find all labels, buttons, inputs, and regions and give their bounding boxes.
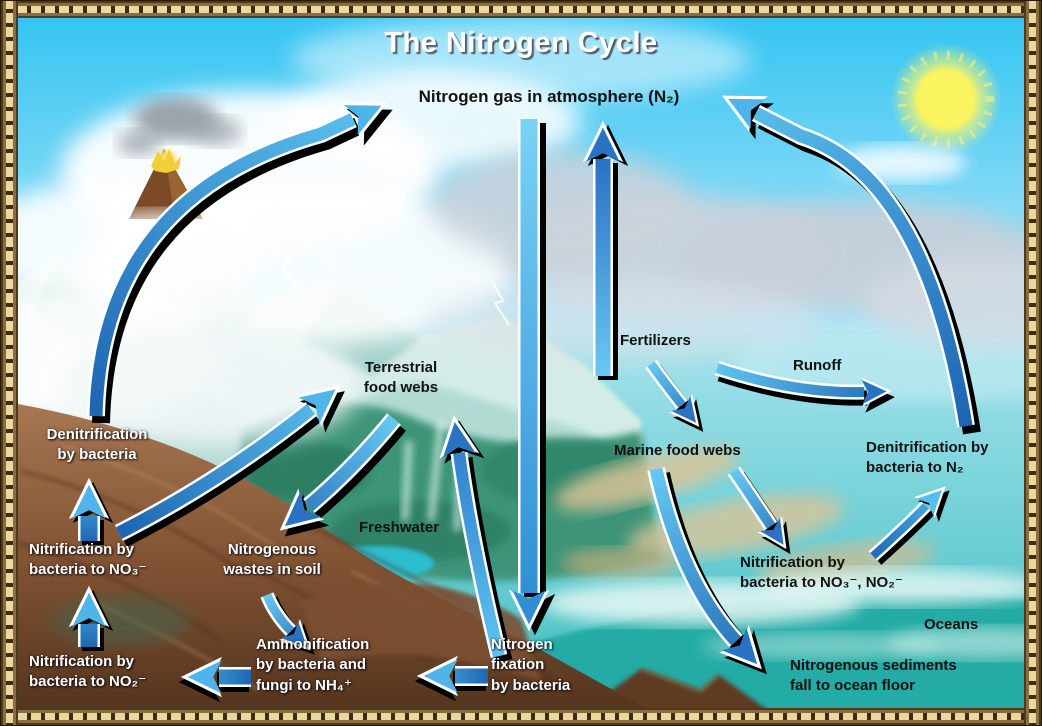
arrow-runoff (714, 360, 895, 413)
arrow-no2-to-no3 (68, 585, 114, 651)
arrow-fixation-to-terrestrial-food-webs (439, 415, 513, 664)
arrow-return-to-atmosphere (582, 120, 629, 380)
arrow-marine-to-sediments (647, 467, 767, 675)
flow-arrows (68, 95, 981, 703)
arrow-atmosphere-to-fixation (508, 119, 556, 636)
sun-icon (890, 43, 1002, 155)
arrow-ocean-denitrification-to-atmosphere (721, 95, 981, 435)
arrow-nitrification-to-ocean-denitrification (868, 486, 950, 565)
arrow-no3-to-denitrification (68, 477, 114, 545)
arrow-wastes-to-ammonification (260, 592, 315, 655)
arrow-ammonification-to-no2 (178, 656, 251, 703)
arrow-marine-to-nitrification (727, 466, 791, 555)
diagram-title: The Nitrogen Cycle (384, 27, 658, 59)
arrow-fixation-to-ammonification (414, 655, 488, 702)
arrow-nitrate-to-terrestrial-food-webs (114, 385, 345, 548)
arrow-denitrification-to-atmosphere (87, 101, 393, 424)
lightning-icon (267, 212, 510, 326)
arrow-fertilizers-to-marine-food-webs (645, 359, 704, 432)
arrow-terrestrial-to-wastes (279, 413, 406, 537)
